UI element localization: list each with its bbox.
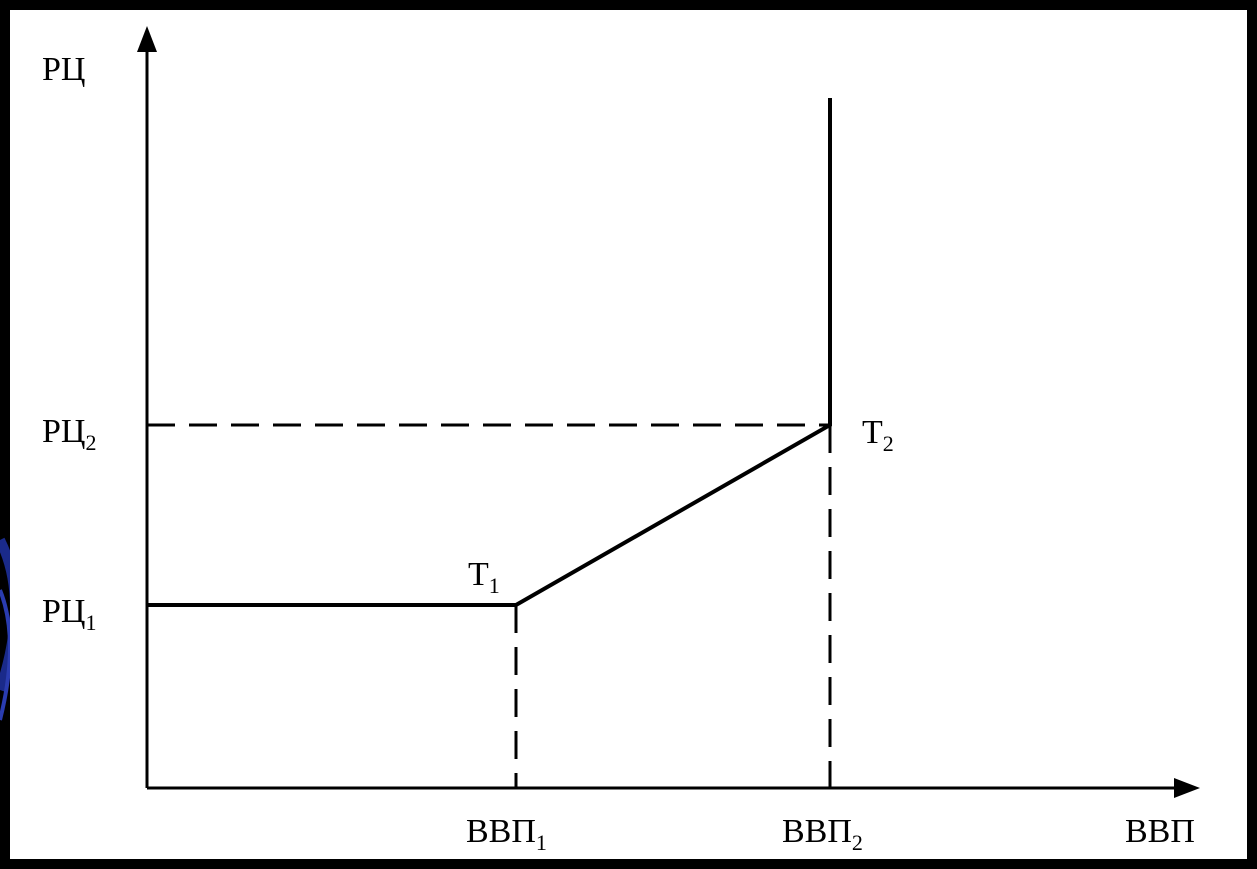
x-axis-label: ВВП	[1125, 813, 1195, 850]
x-tick-label-vvp1: ВВП1	[466, 813, 547, 855]
diagram-panel	[10, 10, 1247, 859]
x-tick-label-vvp2: ВВП2	[782, 813, 863, 855]
point-label-t1: T1	[468, 556, 500, 598]
x-axis-arrow	[1174, 778, 1200, 798]
supply-curve	[147, 98, 832, 607]
y-axis-arrow	[137, 26, 157, 52]
y-tick-label-rc1: РЦ1	[42, 593, 96, 635]
y-tick-label-rc2: РЦ2	[42, 413, 96, 455]
point-label-t2: T2	[862, 414, 894, 456]
y-axis-label: РЦ	[42, 51, 85, 88]
